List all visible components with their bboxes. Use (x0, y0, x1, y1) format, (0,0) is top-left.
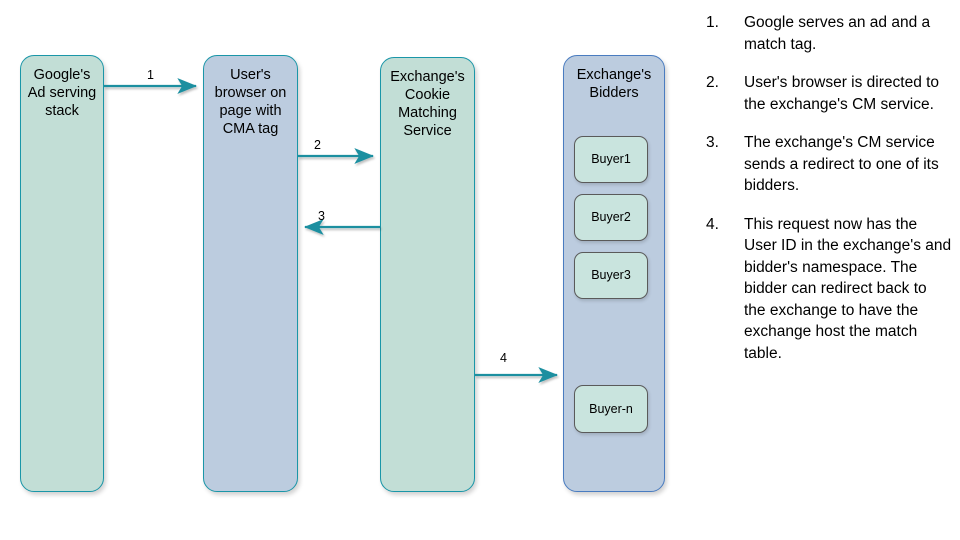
node-label: User's browser on page with CMA tag (214, 67, 287, 137)
node-label: Exchange's Cookie Matching Service (390, 69, 465, 139)
arrow-2-label: 2 (314, 138, 321, 152)
buyer-label: Buyer3 (591, 268, 631, 283)
buyer-box-n: Buyer-n (574, 385, 648, 433)
steps-list: 1. Google serves an ad and a match tag. … (706, 12, 952, 381)
node-exchange-cookie-matching-service: Exchange's Cookie Matching Service (380, 57, 475, 492)
buyer-label: Buyer2 (591, 210, 631, 225)
step-text: Google serves an ad and a match tag. (744, 14, 931, 53)
step-item: 3. The exchange's CM service sends a red… (706, 132, 952, 197)
buyer-box-3: Buyer3 (574, 252, 648, 299)
step-text: The exchange's CM service sends a redire… (744, 134, 939, 194)
node-label: Exchange's Bidders (576, 67, 652, 101)
buyer-label: Buyer1 (591, 152, 631, 167)
step-text: User's browser is directed to the exchan… (744, 74, 940, 113)
step-number: 2. (706, 74, 719, 91)
buyer-label: Buyer-n (589, 401, 633, 416)
node-user-browser: User's browser on page with CMA tag (203, 55, 298, 492)
node-label: Google's Ad serving stack (27, 67, 97, 119)
arrow-4-label: 4 (500, 351, 507, 365)
step-text: This request now has the User ID in the … (744, 215, 952, 362)
node-google-ad-serving-stack: Google's Ad serving stack (20, 55, 104, 492)
arrow-3-label: 3 (318, 209, 325, 223)
buyer-box-2: Buyer2 (574, 194, 648, 241)
step-number: 3. (706, 134, 719, 151)
buyer-box-1: Buyer1 (574, 136, 648, 183)
step-number: 4. (706, 215, 719, 233)
step-item: 1. Google serves an ad and a match tag. (706, 12, 952, 55)
step-item: 4. This request now has the User ID in t… (706, 214, 952, 365)
step-number: 1. (706, 14, 719, 31)
step-item: 2. User's browser is directed to the exc… (706, 72, 952, 115)
arrow-1-label: 1 (147, 68, 154, 82)
